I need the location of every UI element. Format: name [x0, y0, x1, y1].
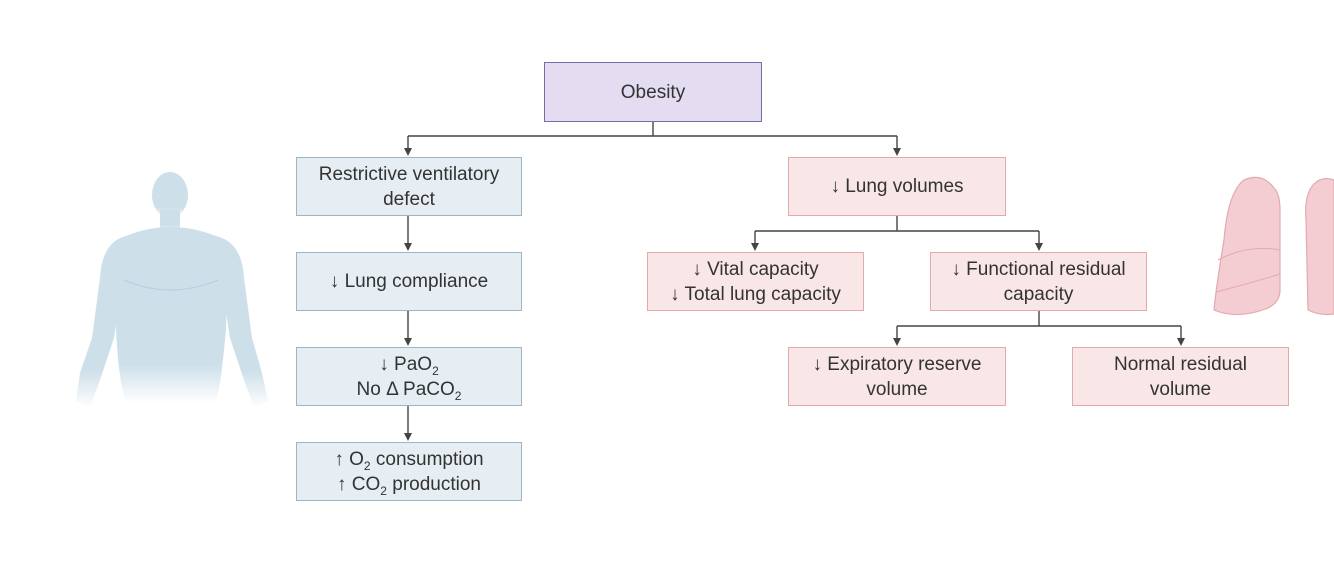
o2-consumption-line: ↑ O2 consumption — [334, 447, 483, 472]
erv-line2: volume — [866, 378, 928, 400]
lung-volumes-connector — [755, 216, 1039, 232]
lung-volumes-text: ↓ Lung volumes — [830, 174, 963, 199]
erv-box: ↓ Expiratory reserve volume — [788, 347, 1006, 406]
down-arrow-icon: ↓ — [951, 258, 961, 280]
paco2-line: No Δ PaCO2 — [357, 377, 462, 402]
capacities-box: ↓ Vital capacity ↓ Total lung capacity — [647, 252, 864, 311]
restrictive-defect-box: Restrictive ventilatory defect — [296, 157, 522, 216]
frc-line1: ↓ Functional residual — [951, 257, 1125, 282]
rv-line2: volume — [1149, 378, 1212, 400]
paco2-text: No Δ PaCO — [356, 378, 455, 400]
lung-compliance-label: Lung compliance — [344, 271, 489, 292]
down-arrow-icon: ↓ — [830, 176, 840, 197]
co2-prefix: CO — [351, 473, 381, 495]
pao2-subscript: 2 — [432, 363, 439, 378]
pao2-line: ↓ PaO2 — [379, 352, 439, 377]
total-lung-capacity-label: Total lung capacity — [684, 283, 841, 305]
restrictive-line2: defect — [383, 188, 435, 210]
up-arrow-icon: ↑ — [337, 473, 347, 495]
lung-volumes-box: ↓ Lung volumes — [788, 157, 1006, 216]
o2-prefix: O — [349, 448, 364, 470]
down-arrow-icon: ↓ — [670, 283, 680, 305]
person-silhouette-icon — [76, 172, 268, 408]
down-arrow-icon: ↓ — [812, 353, 823, 375]
paco2-subscript: 2 — [454, 388, 462, 403]
frc-box: ↓ Functional residual capacity — [930, 252, 1147, 311]
up-arrow-icon: ↑ — [334, 448, 344, 470]
o2-subscript: 2 — [363, 458, 371, 473]
erv-label: Expiratory reserve — [827, 353, 982, 375]
rv-line1: Normal residual — [1113, 353, 1248, 375]
metabolism-box: ↑ O2 consumption ↑ CO2 production — [296, 442, 522, 501]
frc-connector — [897, 311, 1181, 327]
down-arrow-icon: ↓ — [329, 271, 340, 292]
down-arrow-icon: ↓ — [692, 258, 702, 280]
down-arrow-icon: ↓ — [379, 353, 389, 375]
pao2-text: PaO — [394, 353, 433, 375]
blood-gas-box: ↓ PaO2 No Δ PaCO2 — [296, 347, 522, 406]
residual-volume-box: Normal residual volume — [1072, 347, 1289, 406]
obesity-label: Obesity — [620, 81, 686, 103]
root-connector — [408, 122, 897, 137]
o2-suffix: consumption — [375, 448, 484, 470]
vital-capacity-line: ↓ Vital capacity — [692, 257, 818, 282]
lung-compliance-box: ↓ Lung compliance — [296, 252, 522, 311]
erv-line1: ↓ Expiratory reserve — [813, 352, 982, 377]
lung-compliance-text: ↓ Lung compliance — [330, 269, 488, 294]
vital-capacity-label: Vital capacity — [707, 258, 819, 280]
total-lung-capacity-line: ↓ Total lung capacity — [670, 282, 841, 307]
lungs-icon — [1213, 176, 1334, 316]
co2-subscript: 2 — [380, 483, 387, 498]
restrictive-line1: Restrictive ventilatory — [318, 163, 500, 185]
co2-suffix: production — [392, 473, 481, 495]
frc-line2: capacity — [1003, 283, 1074, 305]
frc-label: Functional residual — [966, 258, 1126, 280]
lung-volumes-label: Lung volumes — [845, 176, 964, 197]
co2-production-line: ↑ CO2 production — [337, 472, 481, 497]
obesity-box: Obesity — [544, 62, 762, 122]
